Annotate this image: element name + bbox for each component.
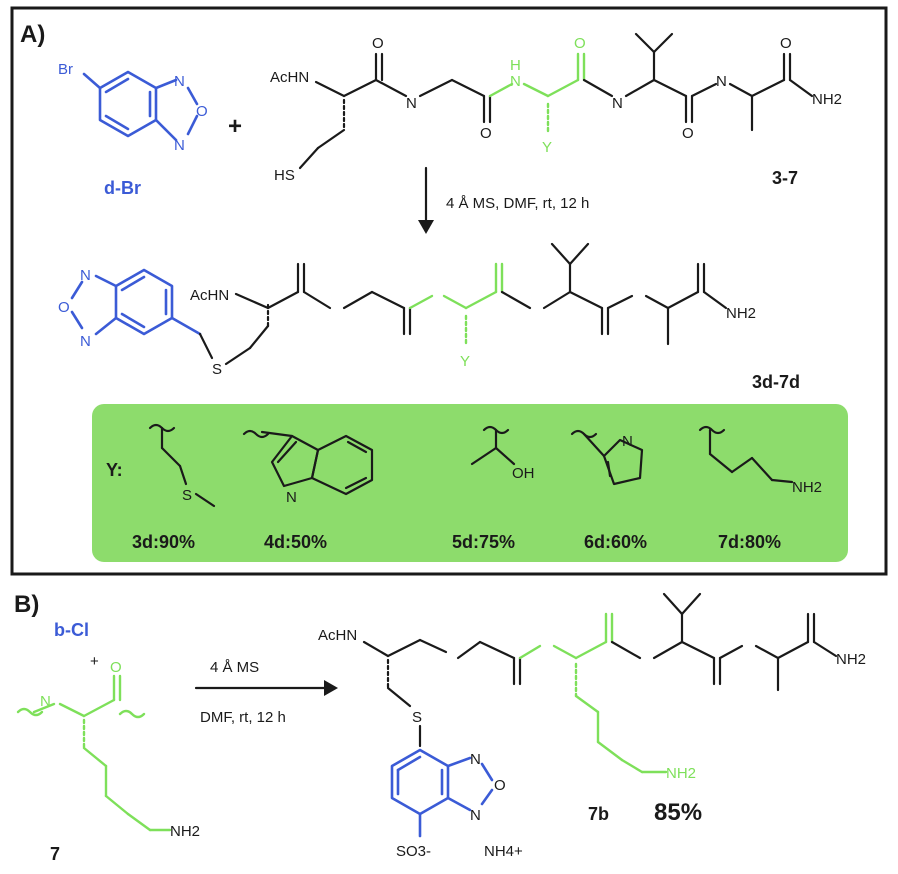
side-chain-3d-atom: S: [182, 487, 192, 504]
plus-sign-b: +: [90, 653, 99, 670]
lysine-fragment-7: N O NH2 7: [16, 659, 200, 864]
fragment-label: 7: [50, 844, 60, 864]
reagent-n-atom: N: [174, 73, 185, 90]
reagent-n-atom: N: [174, 137, 185, 154]
side-chain-4d-atom: N: [286, 489, 297, 506]
peptide-3-7: AcHN O N O H N O Y N O N: [270, 32, 842, 188]
panel-b-label: B): [14, 591, 39, 618]
product-7b-ammonium: NH4+: [484, 843, 523, 860]
variable-y-atom: Y: [542, 139, 552, 156]
product-o-atom: O: [58, 299, 70, 316]
side-chain-3d-label: 3d:90%: [132, 532, 195, 552]
reagent-br-atom: Br: [58, 61, 73, 78]
product-7b-n-atom: N: [470, 751, 481, 768]
product-7b-sulfonate: SO3-: [396, 843, 431, 860]
product-achn-atom: AcHN: [190, 287, 229, 304]
fragment-n-atom: N: [40, 693, 51, 710]
side-chain-7d-atom: NH2: [792, 479, 822, 496]
thiol-hs-atom: HS: [274, 167, 295, 184]
side-chain-6d-atom: N: [622, 433, 633, 450]
amide-n-atom: N: [406, 95, 417, 112]
variable-n-atom: N: [510, 73, 521, 90]
product-7b-achn-atom: AcHN: [318, 627, 357, 644]
reaction-arrow-a-head: [418, 220, 434, 234]
reaction-conditions-b-top: 4 Å MS: [210, 659, 259, 676]
product-7b-yield: 85%: [654, 799, 702, 826]
side-chain-6d-label: 6d:60%: [584, 532, 647, 552]
panel-a-label: A): [20, 21, 45, 48]
variable-nh-h-atom: H: [510, 57, 521, 74]
product-s-atom: S: [212, 361, 222, 378]
side-chain-3d: S 3d:90%: [132, 423, 216, 552]
product-7b-side-nh2-atom: NH2: [666, 765, 696, 782]
reaction-arrow-b-head: [324, 680, 338, 696]
product-7b-terminal-nh2-atom: NH2: [836, 651, 866, 668]
y-label: Y:: [106, 460, 123, 480]
product-3d-7d: N O N S AcHN Y: [58, 242, 800, 392]
side-chain-5d-atom: OH: [512, 465, 535, 482]
product-7b-o-atom: O: [494, 777, 506, 794]
product-label: 3d-7d: [752, 372, 800, 392]
amide-n-atom: N: [716, 73, 727, 90]
fragment-nh2-atom: NH2: [170, 823, 200, 840]
fragment-o-atom: O: [110, 659, 122, 676]
side-chain-7d: NH2 7d:80%: [698, 425, 822, 552]
variable-o-atom: O: [574, 35, 586, 52]
achn-atom: AcHN: [270, 69, 309, 86]
plus-sign: +: [228, 113, 242, 140]
side-chain-6d: N 6d:60%: [570, 429, 647, 552]
product-terminal-nh2-atom: NH2: [726, 305, 756, 322]
reagent-label: d-Br: [104, 178, 141, 198]
peptide-label: 3-7: [772, 168, 798, 188]
reaction-conditions-a: 4 Å MS, DMF, rt, 12 h: [446, 195, 589, 212]
side-chain-7d-label: 7d:80%: [718, 532, 781, 552]
terminal-nh2-atom: NH2: [812, 91, 842, 108]
reagent-d-br: Br N O N d-Br: [58, 61, 208, 198]
side-chain-5d-label: 5d:75%: [452, 532, 515, 552]
product-7b-n-atom: N: [470, 807, 481, 824]
reaction-conditions-b-bottom: DMF, rt, 12 h: [200, 709, 286, 726]
product-7b-s-atom: S: [412, 709, 422, 726]
product-n-atom: N: [80, 333, 91, 350]
side-chain-5d: OH 5d:75%: [452, 425, 535, 552]
product-variable-y-atom: Y: [460, 353, 470, 370]
carbonyl-o-atom: O: [682, 125, 694, 142]
side-chain-4d: N 4d:50%: [242, 429, 374, 552]
carbonyl-o-atom: O: [780, 35, 792, 52]
product-7b: AcHN NH2 NH2: [318, 592, 866, 860]
carbonyl-o-atom: O: [480, 125, 492, 142]
side-chain-panel: [92, 404, 848, 562]
product-n-atom: N: [80, 267, 91, 284]
reagent-o-atom: O: [196, 103, 208, 120]
product-7b-label: 7b: [588, 804, 609, 824]
side-chain-4d-label: 4d:50%: [264, 532, 327, 552]
amide-n-atom: N: [612, 95, 623, 112]
reagent-b-cl-label: b-Cl: [54, 620, 89, 640]
carbonyl-o-atom: O: [372, 35, 384, 52]
panel-a-frame: [10, 6, 888, 576]
